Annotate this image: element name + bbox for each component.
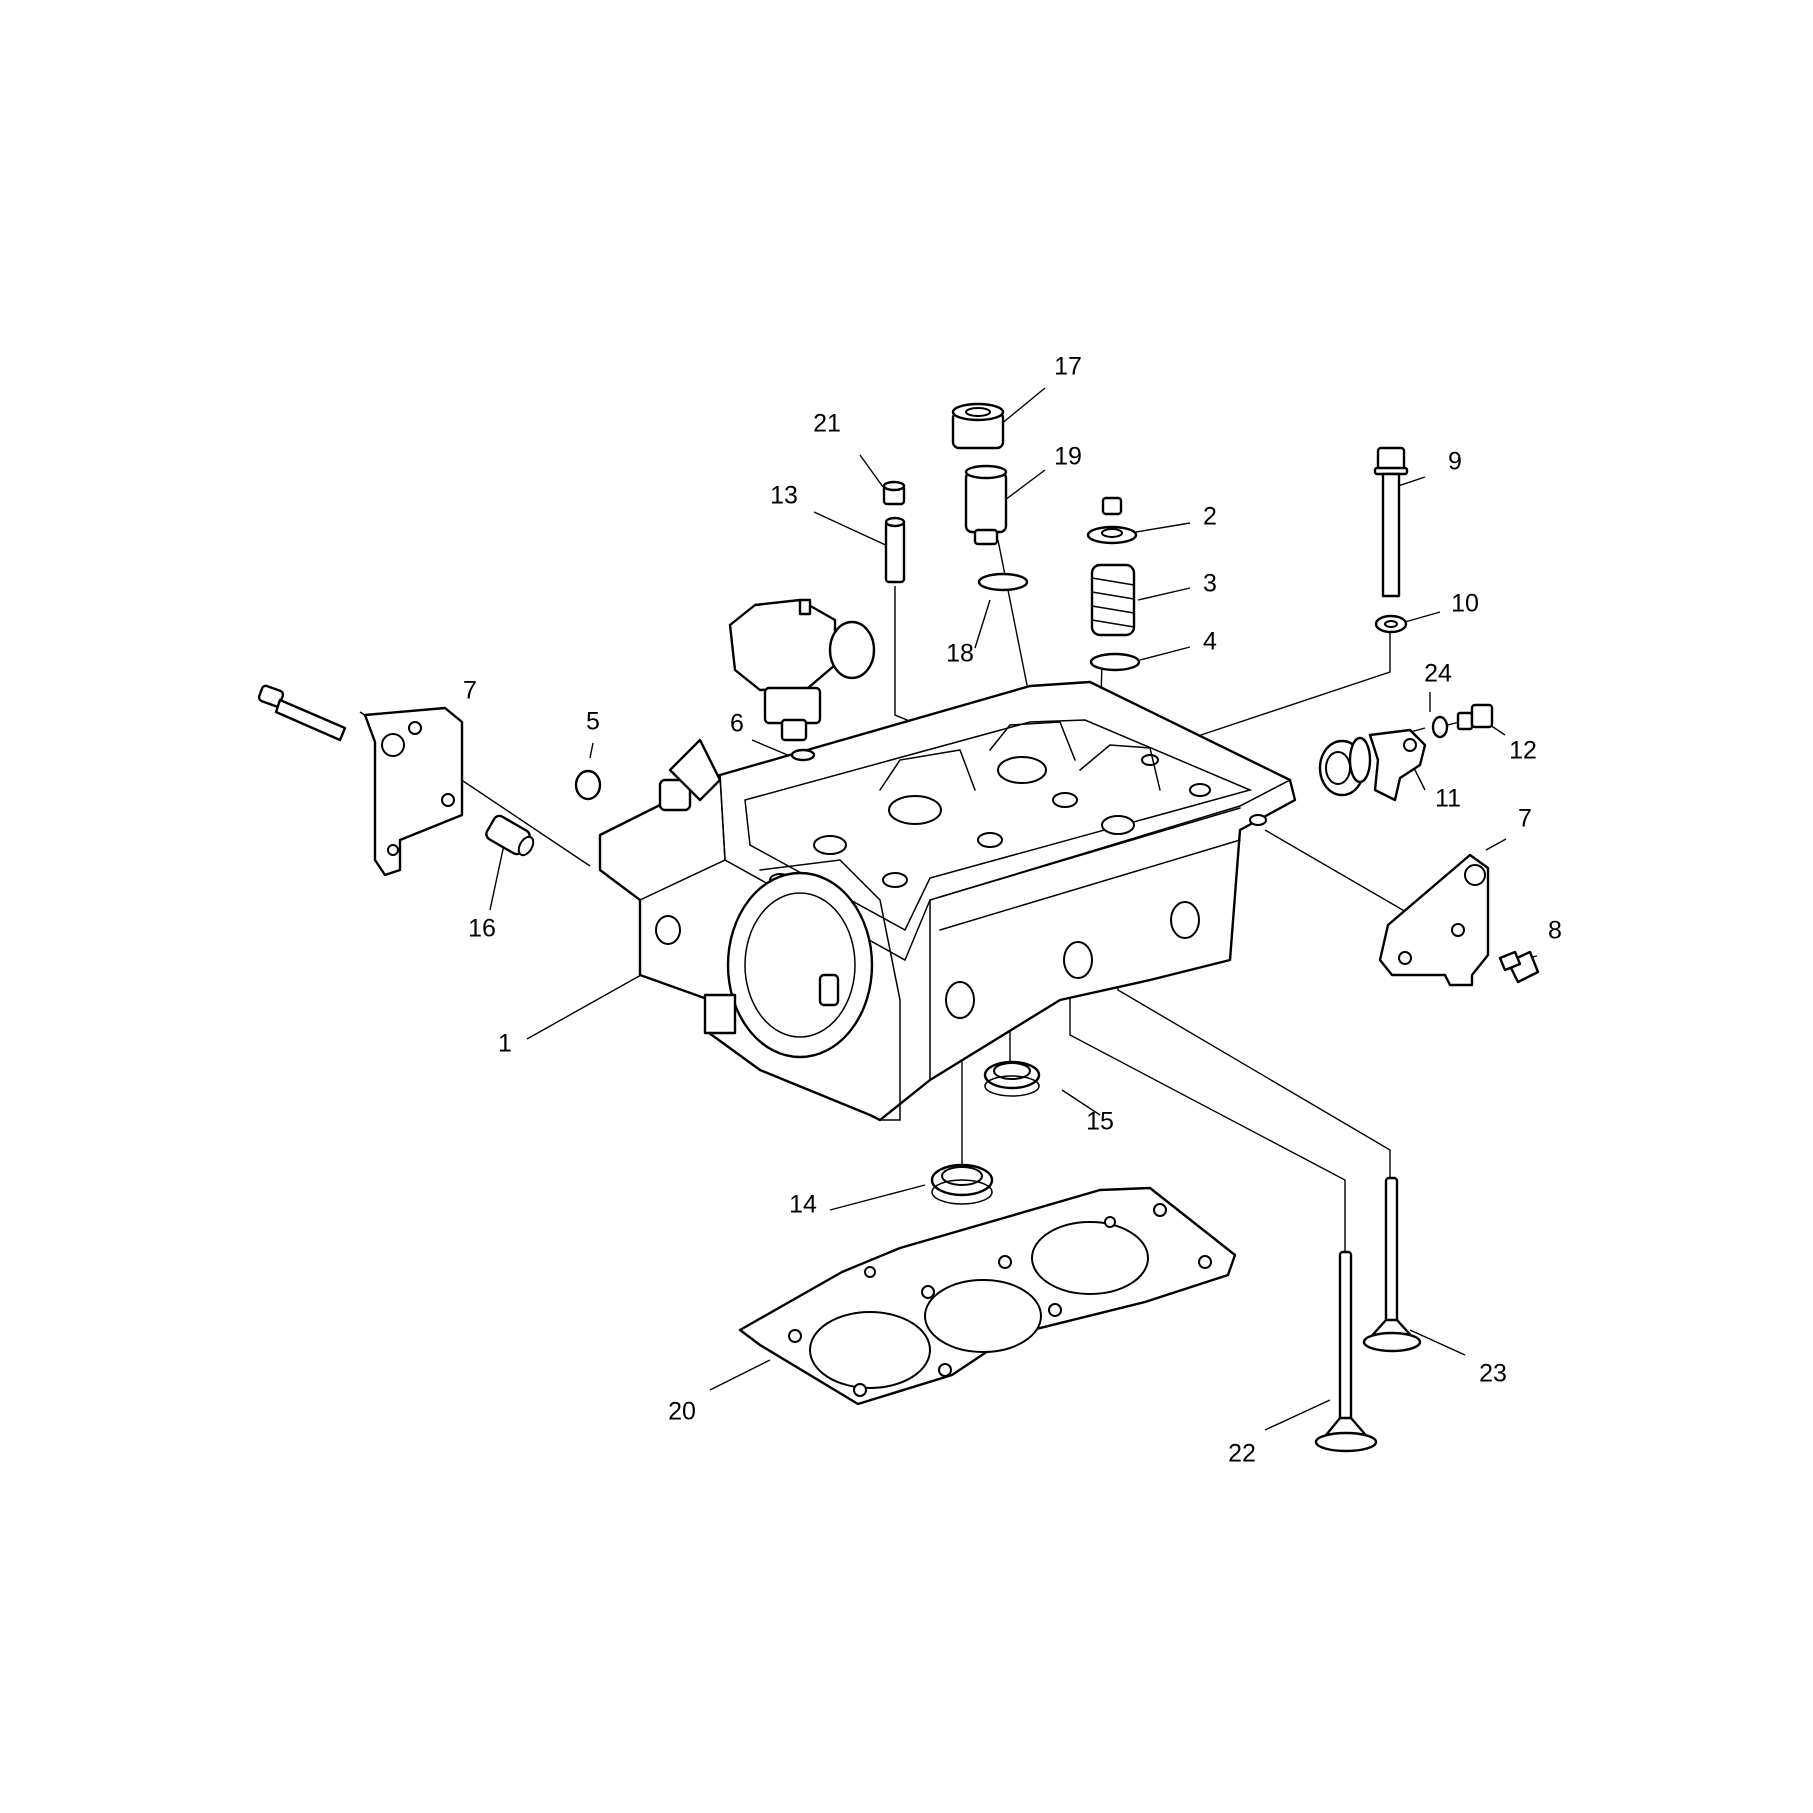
mounting-plate-left xyxy=(363,706,464,877)
axis-valve-22 xyxy=(1069,990,1346,1252)
leader-4 xyxy=(1139,646,1191,661)
axis-valve-23 xyxy=(1117,975,1391,1178)
callout-11: 11 xyxy=(1435,785,1461,813)
plug xyxy=(574,769,602,801)
callout-16: 16 xyxy=(468,915,496,943)
callout-10: 10 xyxy=(1451,590,1479,618)
exhaust-valve xyxy=(1362,1176,1422,1353)
leader-22 xyxy=(1264,1399,1331,1431)
intake-valve xyxy=(1314,1250,1378,1453)
dowel-bushing xyxy=(485,814,535,857)
leader-5 xyxy=(589,742,594,759)
head-bolt xyxy=(1373,446,1409,598)
injector-sleeve xyxy=(964,464,1008,546)
axis-injector-19 xyxy=(997,539,1031,701)
callout-2: 2 xyxy=(1203,503,1217,531)
leader-17 xyxy=(999,387,1046,426)
axis-plate-7-right xyxy=(1264,829,1421,921)
head-gasket xyxy=(738,1186,1237,1406)
valve-stem-seal xyxy=(882,480,906,506)
callout-18: 18 xyxy=(946,640,974,668)
callout-5: 5 xyxy=(586,708,600,736)
leader-6 xyxy=(751,739,791,757)
leader-19 xyxy=(1004,469,1046,501)
callout-19: 19 xyxy=(1054,443,1082,471)
bracket xyxy=(1318,728,1427,802)
leader-23 xyxy=(1409,1329,1466,1356)
callout-1: 1 xyxy=(498,1030,512,1058)
axis-bolt-9 xyxy=(1179,622,1391,743)
callout-24: 24 xyxy=(1424,660,1452,688)
leader-3 xyxy=(1137,587,1191,601)
parts xyxy=(257,402,1540,1453)
leader-12 xyxy=(1489,724,1506,736)
injector-actuator xyxy=(728,598,876,742)
injector-cup xyxy=(951,402,1005,450)
washer-small xyxy=(1431,715,1449,739)
leader-15 xyxy=(1061,1089,1101,1116)
callout-21: 21 xyxy=(813,410,841,438)
leader-14 xyxy=(829,1184,926,1211)
leader-10 xyxy=(1404,611,1441,623)
callout-8: 8 xyxy=(1548,917,1562,945)
leader-13 xyxy=(813,511,891,548)
leader-18 xyxy=(974,599,991,649)
callout-9: 9 xyxy=(1448,448,1462,476)
callout-23: 23 xyxy=(1479,1360,1507,1388)
leader-lines xyxy=(359,387,1538,1431)
valve-spring xyxy=(1090,563,1136,637)
callout-22: 22 xyxy=(1228,1440,1256,1468)
leader-7b xyxy=(1485,838,1507,851)
bolt-small-right xyxy=(1498,950,1540,984)
callout-3: 3 xyxy=(1203,570,1217,598)
valve-guide xyxy=(884,516,906,584)
spring-seat-washer xyxy=(1089,652,1141,672)
callout-17: 17 xyxy=(1054,353,1082,381)
head-bolt-washer xyxy=(1374,614,1408,634)
leader-20 xyxy=(709,1359,771,1391)
o-ring-small xyxy=(790,748,816,762)
callout-20: 20 xyxy=(668,1398,696,1426)
cylinder-head xyxy=(598,680,1297,1122)
leader-16 xyxy=(489,839,506,911)
callout-labels: 1 2 3 4 5 6 7 7 8 9 10 11 12 13 14 15 16… xyxy=(463,353,1562,1468)
seal-ring-large xyxy=(930,1163,994,1205)
bolt-bracket xyxy=(1456,703,1494,731)
injector-o-ring xyxy=(977,572,1029,592)
callout-6: 6 xyxy=(730,710,744,738)
callout-14: 14 xyxy=(789,1191,817,1219)
mounting-bolt-left xyxy=(257,684,347,742)
leader-2 xyxy=(1129,522,1191,534)
seal-ring-small xyxy=(983,1060,1041,1097)
callout-15: 15 xyxy=(1086,1108,1114,1136)
mounting-plate-right xyxy=(1378,853,1490,987)
leader-1 xyxy=(526,969,651,1040)
callout-7-right: 7 xyxy=(1518,805,1532,833)
callout-13: 13 xyxy=(770,482,798,510)
callout-7-left: 7 xyxy=(463,677,477,705)
callout-4: 4 xyxy=(1203,628,1217,656)
valve-spring-retainer xyxy=(1086,496,1138,545)
callout-12: 12 xyxy=(1509,737,1537,765)
leader-21 xyxy=(859,454,884,488)
